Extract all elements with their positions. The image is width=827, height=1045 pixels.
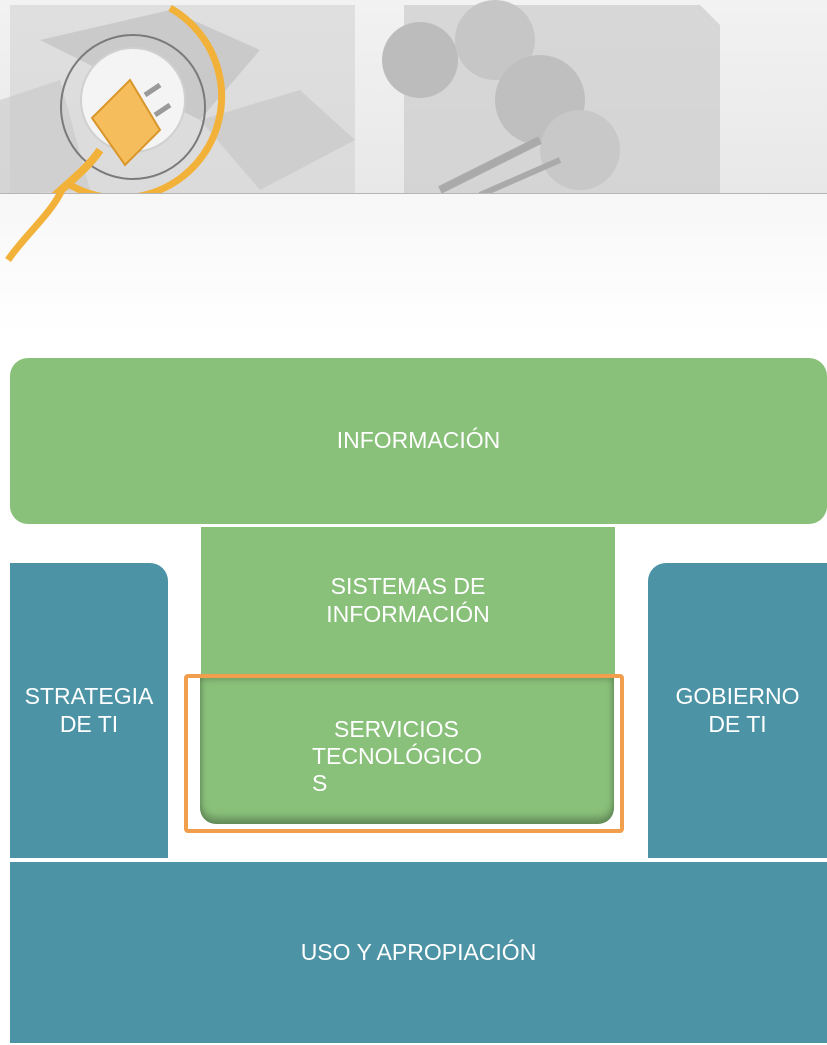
estrategia-line-2: DE TI (59, 710, 119, 737)
estrategia-line-1: STRATEGIA (24, 682, 154, 709)
uso-apropiacion-block: USO Y APROPIACIÓN (10, 862, 827, 1043)
hero-divider (0, 193, 827, 194)
right-panel-art (382, 0, 720, 195)
informacion-label: INFORMACIÓN (336, 427, 501, 454)
plug-cord (5, 190, 66, 262)
header-illustration (0, 0, 827, 195)
servicios-line-2: TECNOLÓGICO (312, 742, 482, 769)
gobierno-line-1: GOBIERNO (675, 682, 800, 709)
sistemas-line-2: INFORMACIÓN (326, 601, 490, 627)
gobierno-line-2: DE TI (708, 710, 767, 737)
servicios-line-1: SERVICIOS (334, 716, 459, 742)
sistemas-informacion-block: SISTEMAS DE INFORMACIÓN (201, 527, 615, 675)
estrategia-ti-block: STRATEGIA DE TI (10, 563, 168, 858)
informacion-block: INFORMACIÓN (10, 358, 827, 524)
sistemas-line-1: SISTEMAS DE (330, 573, 486, 600)
fade-band (0, 194, 827, 334)
uso-label: USO Y APROPIACIÓN (300, 938, 537, 965)
hero-art (0, 0, 720, 195)
gobierno-ti-block: GOBIERNO DE TI (648, 563, 827, 858)
servicios-tecnologicos-block (200, 676, 614, 824)
highlight-frame (184, 674, 624, 833)
servicios-label: SERVICIOS TECNOLÓGICO S (312, 716, 522, 797)
power-plug-icon (49, 4, 226, 195)
servicios-line-3: S (312, 769, 328, 796)
